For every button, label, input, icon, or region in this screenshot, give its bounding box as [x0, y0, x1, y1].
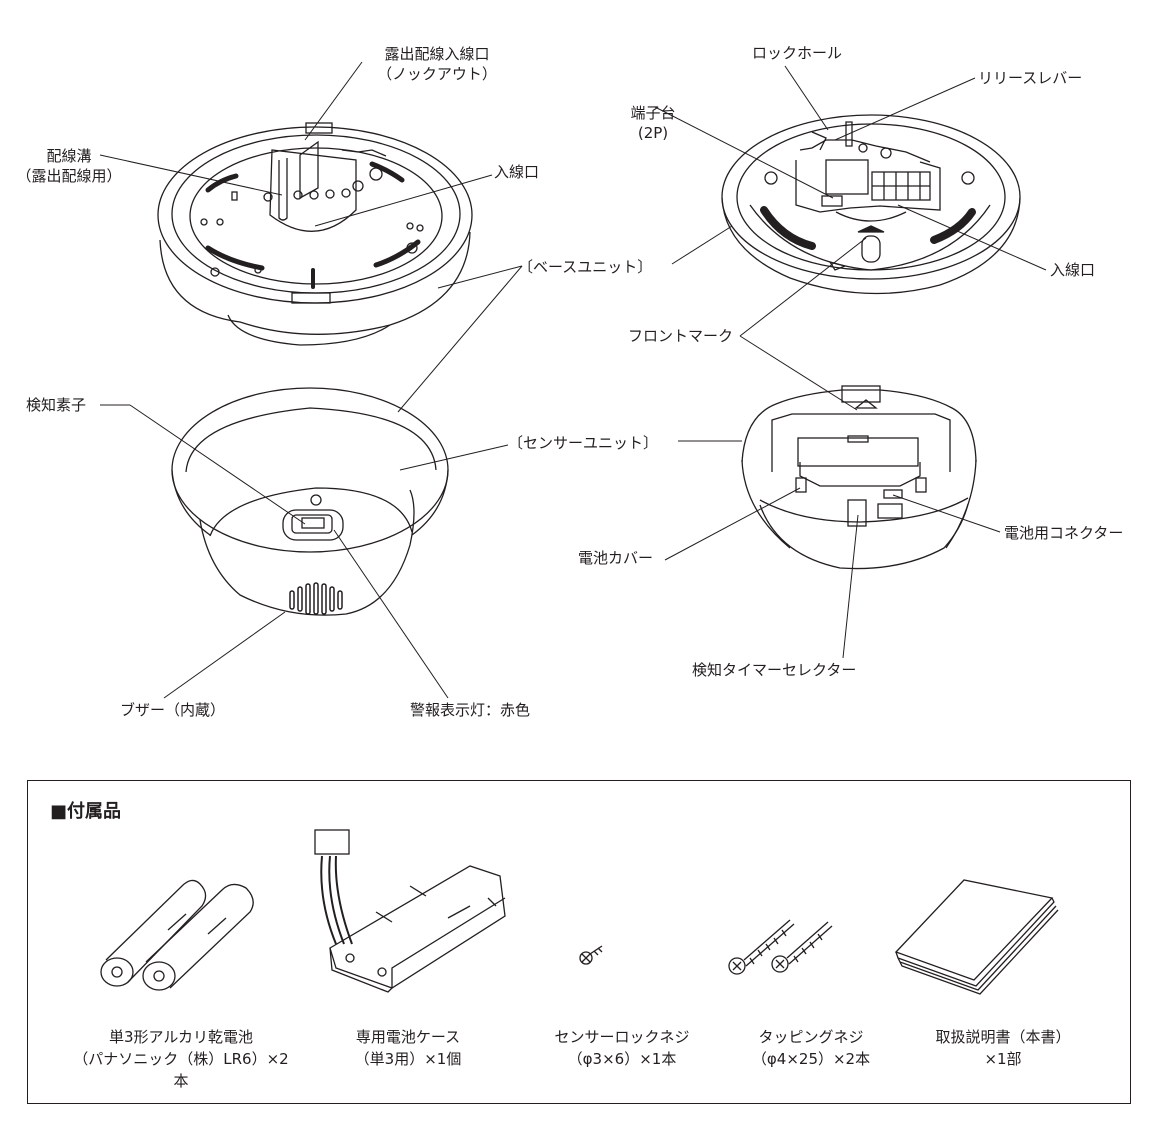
wiring-groove-label-line2: （露出配線用） [16, 167, 122, 185]
inlet-label-left: 入線口 [494, 163, 540, 181]
accessory-sensor-lock-screw-line2: （φ3×6）×1本 [567, 1050, 677, 1068]
battery-case-drawing [314, 829, 506, 993]
sensor-unit-left [171, 387, 449, 616]
base-unit-right [721, 114, 1021, 295]
wiring-groove-label: 配線溝 （露出配線用） [4, 146, 134, 186]
accessory-manual-line1: 取扱説明書（本書） [935, 1028, 1071, 1046]
accessory-battery-case-line2: （単3用）×1個 [354, 1050, 462, 1068]
lock-hole-label: ロックホール [752, 44, 843, 62]
battery-cover-label: 電池カバー [578, 549, 654, 567]
wiring-groove-label-line1: 配線溝 [46, 147, 92, 165]
sensor-unit-label: 〔センサーユニット〕 [508, 434, 659, 452]
battery-connector-label: 電池用コネクター [1004, 524, 1124, 542]
accessory-tapping-screw: タッピングネジ （φ4×25）×2本 [701, 1026, 921, 1070]
sensor-unit-open [741, 385, 977, 570]
terminal-label: 端子台 (2P) [608, 103, 698, 143]
knockout-label: 露出配線入線口 （ノックアウト） [362, 44, 512, 84]
release-lever-label: リリースレバー [978, 69, 1083, 87]
accessory-manual: 取扱説明書（本書） ×1部 [893, 1026, 1113, 1070]
knockout-label-line1: 露出配線入線口 [384, 45, 490, 63]
detector-label: 検知素子 [26, 396, 87, 414]
inlet-label-right: 入線口 [1050, 261, 1096, 279]
terminal-label-line1: 端子台 [630, 104, 676, 122]
accessory-tapping-screw-line1: タッピングネジ [758, 1028, 864, 1046]
accessory-battery-case: 専用電池ケース （単3用）×1個 [298, 1026, 518, 1070]
tapping-screws-drawing [728, 919, 833, 975]
buzzer-label: ブザー（内蔵） [120, 701, 226, 719]
sensor-lock-screw-drawing [579, 945, 603, 965]
accessory-battery-line2: （パナソニック（株）LR6）×2本 [73, 1050, 289, 1090]
base-unit-left [157, 122, 473, 346]
accessory-manual-line2: ×1部 [984, 1050, 1022, 1068]
accessory-battery: 単3形アルカリ乾電池 （パナソニック（株）LR6）×2本 [71, 1026, 291, 1092]
accessories-panel: ■付属品 単3形アルカリ乾電池 （パナソニック（株）LR6）×2本 専用電池ケー… [27, 780, 1131, 1104]
knockout-label-line2: （ノックアウト） [377, 65, 497, 83]
base-unit-label: 〔ベースユニット〕 [518, 258, 653, 276]
manual-drawing [894, 879, 1059, 995]
accessory-sensor-lock-screw: センサーロックネジ （φ3×6）×1本 [512, 1026, 732, 1070]
buzzer-grille [289, 582, 343, 615]
front-mark-label: フロントマーク [628, 327, 734, 345]
accessory-tapping-screw-line2: （φ4×25）×2本 [751, 1050, 871, 1068]
timer-selector-label: 検知タイマーセレクター [692, 661, 857, 679]
accessory-sensor-lock-screw-line1: センサーロックネジ [554, 1028, 690, 1046]
accessory-battery-line1: 単3形アルカリ乾電池 [109, 1028, 253, 1046]
battery-drawing [100, 879, 254, 991]
leader-lines [99, 61, 1047, 699]
accessory-battery-case-line1: 専用電池ケース [355, 1028, 461, 1046]
accessories-title: ■付属品 [50, 801, 122, 822]
alarm-lamp-label: 警報表示灯：赤色 [410, 701, 531, 719]
terminal-label-line2: (2P) [637, 124, 669, 142]
